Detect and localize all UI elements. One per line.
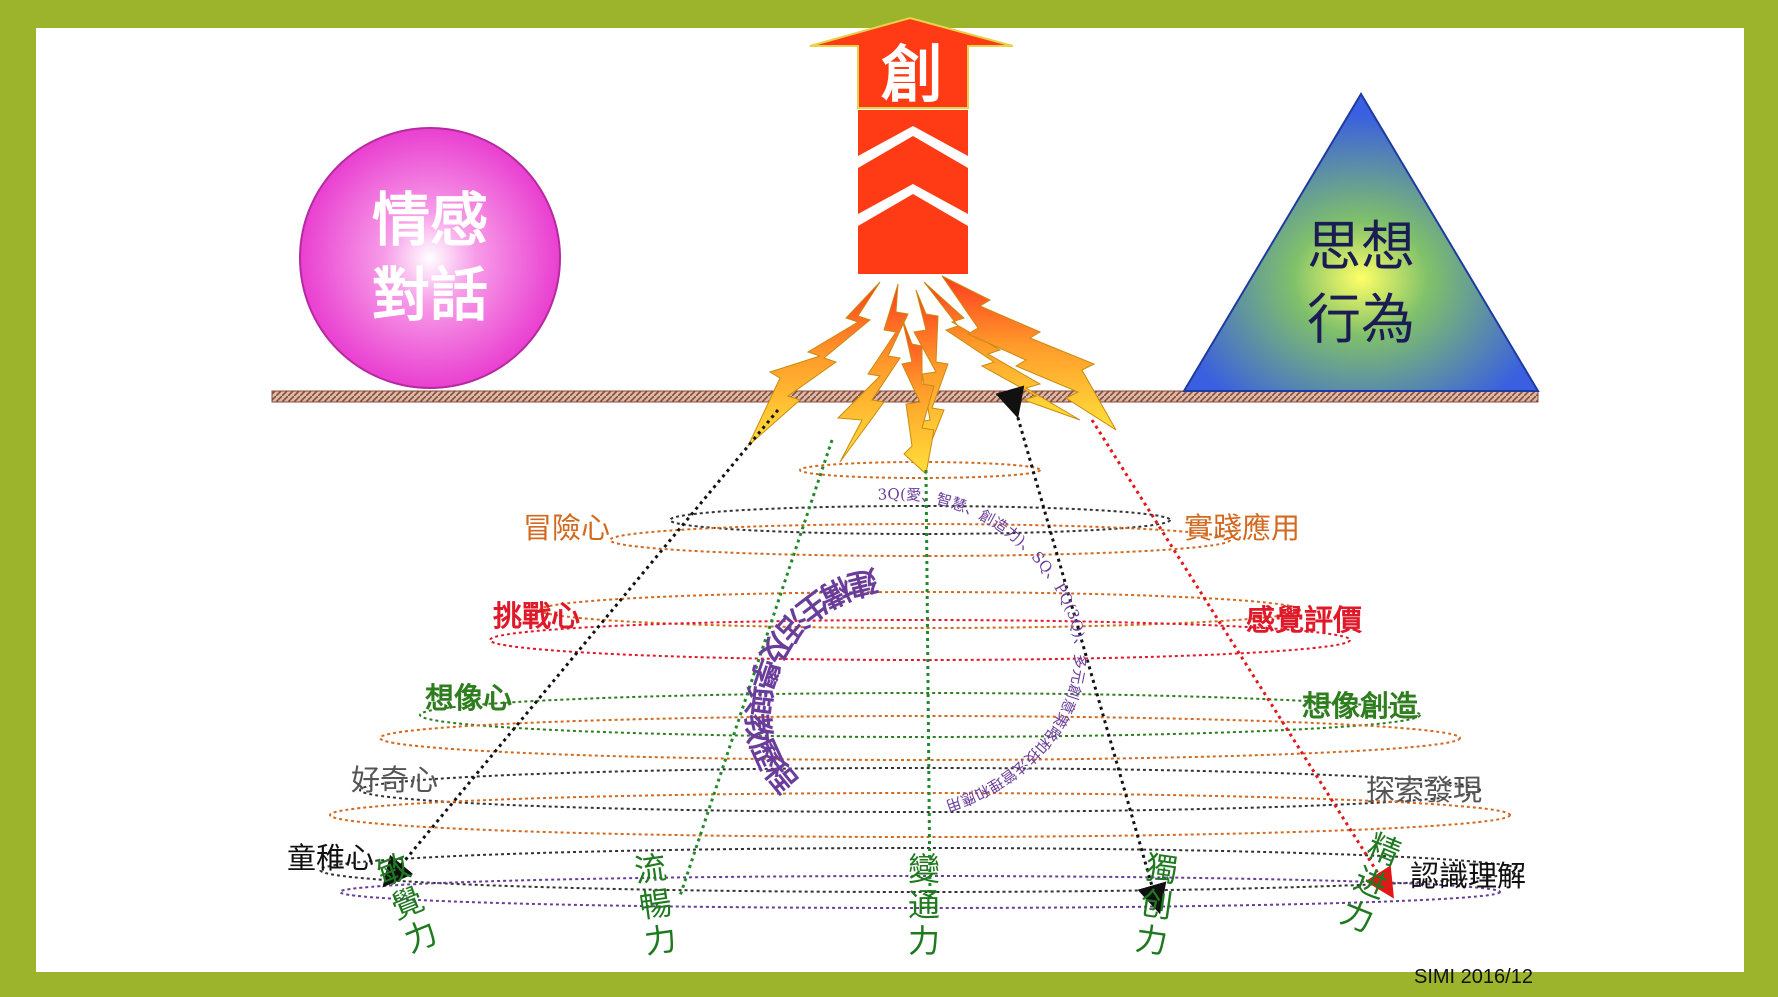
emotion-circle bbox=[299, 127, 561, 389]
spiral-rings bbox=[319, 461, 1521, 909]
right-label-evaluate: 感覺評價 bbox=[1246, 603, 1363, 637]
bottom-label-char: 力 bbox=[1133, 919, 1170, 961]
triangle-text-2: 行為 bbox=[1307, 288, 1415, 351]
left-label-challenge: 挑戰心 bbox=[493, 599, 580, 633]
left-label-adventure: 冒險心 bbox=[523, 511, 610, 545]
circle-text-1: 情感 bbox=[372, 186, 488, 254]
triangle-text-1: 思想 bbox=[1307, 215, 1415, 278]
arrow-label: 創 bbox=[881, 38, 943, 111]
left-label-curiosity: 好奇心 bbox=[351, 763, 438, 797]
up-arrow bbox=[809, 16, 1014, 274]
ground-line bbox=[271, 390, 1539, 403]
spiral-ring-1 bbox=[669, 505, 1171, 535]
bottom-label-char: 變 bbox=[908, 850, 940, 888]
bottom-label-char: 獨 bbox=[1143, 848, 1180, 890]
right-label-practice: 實踐應用 bbox=[1184, 511, 1300, 545]
spiral-ring-7 bbox=[359, 767, 1481, 813]
thought-triangle bbox=[1182, 92, 1540, 392]
right-label-create: 想像創造 bbox=[1302, 689, 1418, 723]
spiral-ring-2 bbox=[609, 523, 1231, 557]
arrow-green-1 bbox=[678, 439, 834, 897]
spiral-ring-10 bbox=[339, 875, 1501, 909]
bottom-label-char: 流 bbox=[632, 848, 669, 890]
spiral-ring-5 bbox=[419, 692, 1421, 738]
right-label-discover: 探索發現 bbox=[1366, 773, 1482, 807]
circle-text-2: 對話 bbox=[372, 261, 488, 329]
spiral-ring-4 bbox=[489, 619, 1351, 661]
arrow-right-red bbox=[1090, 419, 1395, 899]
bottom-label-2: 變通力 bbox=[908, 850, 940, 960]
bottom-label-char: 创 bbox=[1138, 884, 1175, 926]
spiral-ring-9 bbox=[319, 847, 1521, 893]
bottom-label-1: 流暢力 bbox=[632, 848, 679, 961]
arrow-right-black bbox=[995, 385, 1167, 915]
right-label-understand: 認識理解 bbox=[1410, 859, 1526, 893]
left-label-childlike: 童稚心 bbox=[287, 841, 374, 875]
arrow-left-black bbox=[382, 409, 780, 888]
spiral-ring-3 bbox=[539, 591, 1301, 629]
bottom-label-char: 力 bbox=[642, 919, 679, 961]
bottom-label-char: 暢 bbox=[637, 884, 674, 926]
bottom-label-3: 獨创力 bbox=[1133, 848, 1180, 961]
credit: SIMI 2016/12 bbox=[1414, 966, 1533, 988]
left-label-imagination: 想像心 bbox=[425, 681, 512, 715]
bottom-label-char: 力 bbox=[908, 922, 940, 960]
flame-bursts bbox=[747, 275, 1117, 475]
bottom-label-char: 通 bbox=[908, 886, 940, 924]
arrow-green-2 bbox=[924, 469, 932, 897]
spiral-ring-6 bbox=[379, 715, 1461, 761]
spiral-ring-8 bbox=[329, 792, 1511, 838]
